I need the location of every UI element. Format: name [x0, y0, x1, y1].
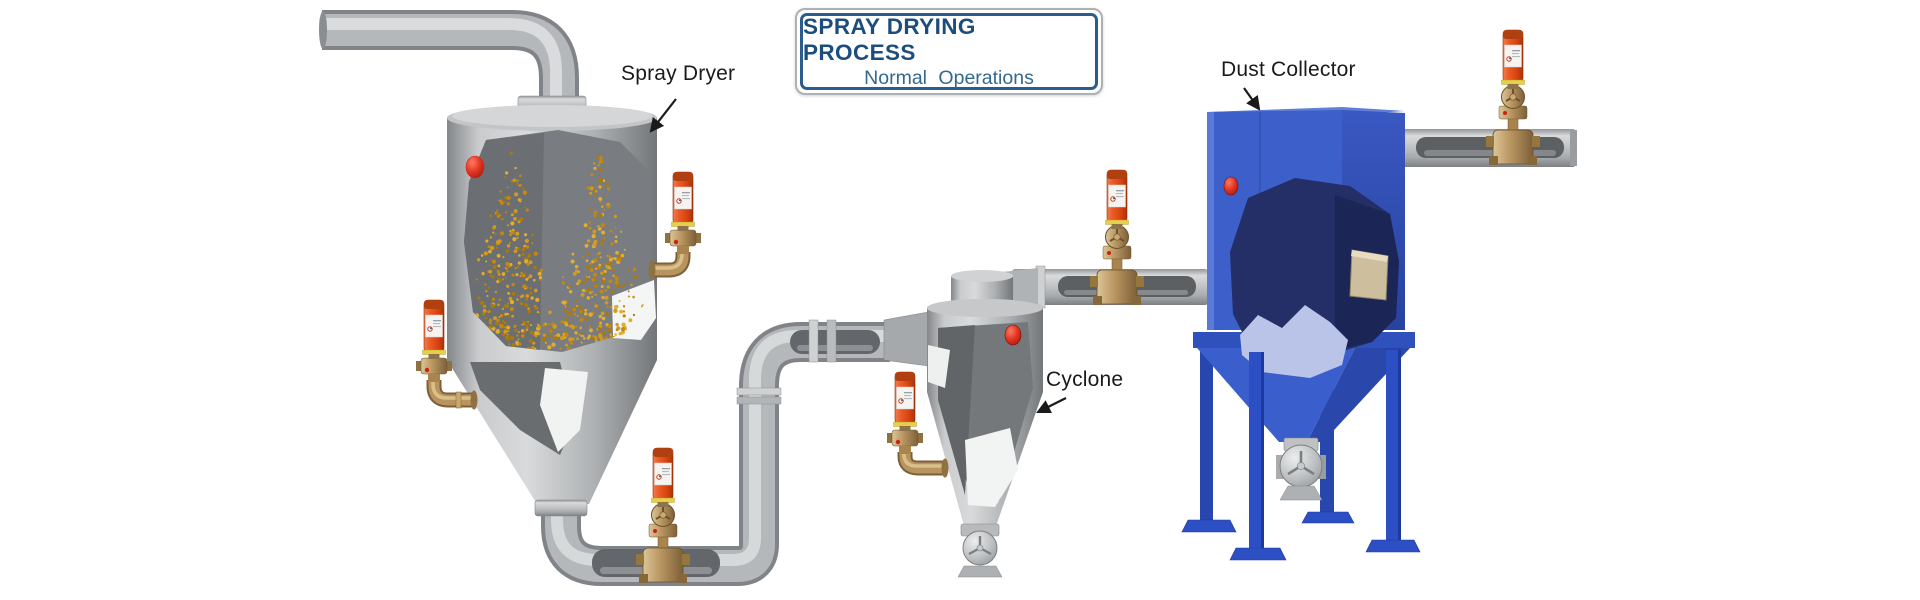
cyclone-rotary-valve — [957, 530, 1003, 578]
detector-knob-dust-collector — [1223, 176, 1239, 196]
spray-dryer-outlet-flange — [534, 499, 588, 517]
cyclone-cutaway — [928, 322, 1033, 507]
suppressor-outlet-duct — [636, 448, 690, 583]
suppressor-spray-dryer-left — [416, 300, 478, 410]
dust-collector-outlet-pipe — [1398, 129, 1577, 167]
detector-knob-cyclone — [1004, 324, 1022, 346]
dust-collector-cutaway — [1230, 178, 1399, 378]
dust-collector-label: Dust Collector — [1221, 58, 1356, 81]
suppressor-cyclone-collector-duct — [1090, 170, 1144, 305]
dust-collector-label-arrow — [1243, 87, 1261, 111]
page-title: SPRAY DRYING PROCESS — [803, 13, 976, 65]
dust-collector-front-legs — [1229, 350, 1421, 561]
detector-knob-spray-dryer — [465, 155, 485, 179]
suppressor-cyclone-cone — [887, 372, 949, 478]
cyclone-label: Cyclone — [1046, 368, 1124, 391]
dust-collector — [1181, 107, 1577, 561]
spray-dryer-inlet-pipe — [319, 10, 579, 106]
page-subtitle: Normal Operations — [864, 66, 1034, 89]
label-arrows — [649, 87, 1261, 413]
cyclone-top-cap — [951, 274, 1013, 304]
title-box: SPRAY DRYING PROCESS Normal Operations — [795, 8, 1103, 95]
spray-dryer-outlet-pipe — [534, 319, 890, 586]
suppressor-spray-dryer-right — [648, 172, 702, 280]
collected-powder — [1240, 305, 1348, 378]
spray-dryer — [447, 95, 657, 504]
suppressor-collector-outlet-duct — [1486, 30, 1540, 165]
spray-dryer-label: Spray Dryer — [621, 62, 736, 85]
cyclone-label-arrow — [1036, 397, 1067, 413]
dust-collector-rotary-valve — [1276, 437, 1326, 501]
spray-dryer-label-arrow — [649, 98, 677, 133]
cyclone — [883, 265, 1208, 578]
title-box-inner: SPRAY DRYING PROCESS Normal Operations — [800, 13, 1098, 90]
